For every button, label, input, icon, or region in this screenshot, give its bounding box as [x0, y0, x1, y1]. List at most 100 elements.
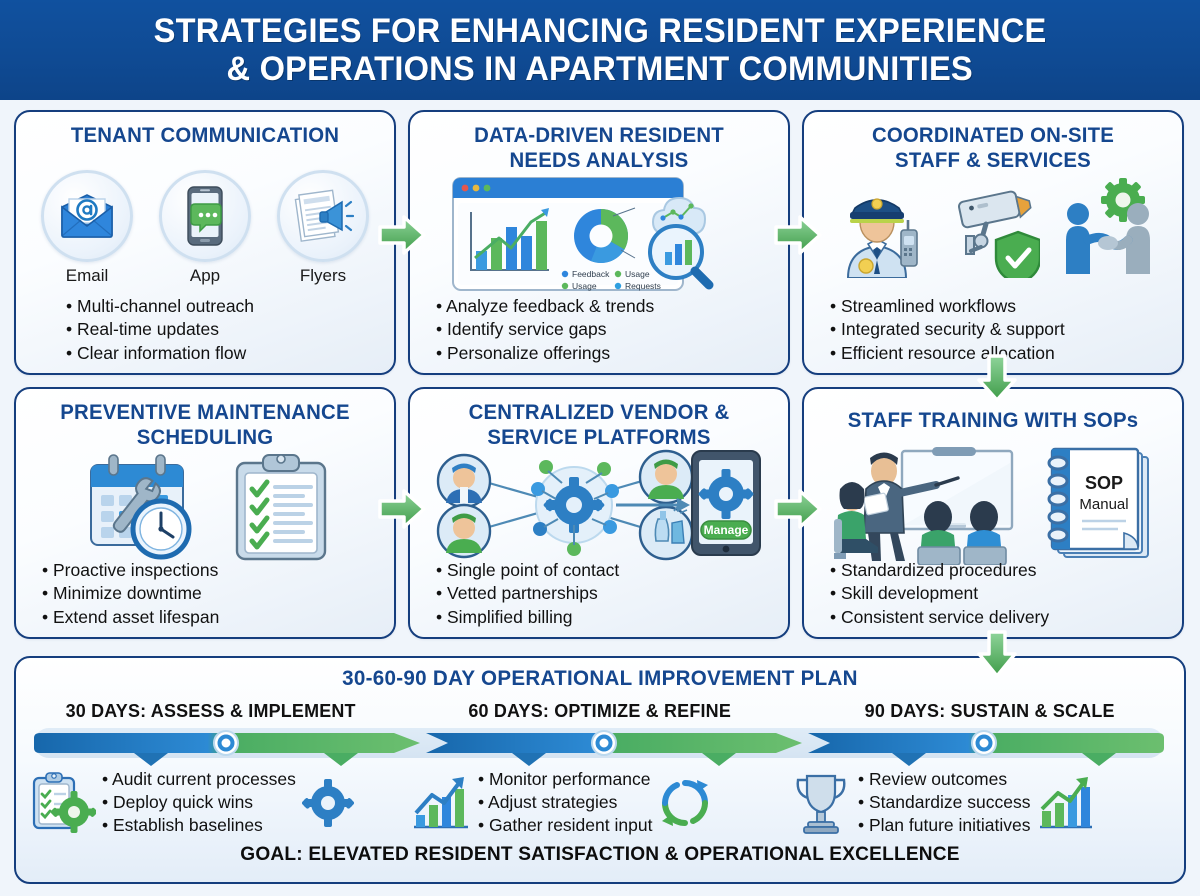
card-data-driven-needs[interactable]: DATA-DRIVEN RESIDENT NEEDS ANALYSIS — [408, 110, 790, 375]
bullet-item: • Skill development — [830, 583, 979, 603]
mobile-app-chat-icon — [159, 170, 251, 262]
card-preventive-maintenance[interactable]: PREVENTIVE MAINTENANCE SCHEDULING — [14, 387, 396, 639]
vendor-avatar — [436, 453, 492, 509]
card-bullets: • Streamlined workflows • Integrated sec… — [830, 295, 1170, 366]
plan-goal-statement: GOAL: ELEVATED RESIDENT SATISFACTION & O… — [240, 843, 960, 865]
phase-bullets-90: • Review outcomes • Standardize success … — [858, 768, 1030, 837]
growth-bar-chart-icon — [1040, 776, 1093, 828]
bullet-item: • Vetted partnerships — [436, 583, 598, 603]
cctv-camera-shield-icon — [958, 190, 1040, 278]
card-bullets: • Single point of contact • Vetted partn… — [436, 559, 776, 630]
card-row-2: PREVENTIVE MAINTENANCE SCHEDULING — [14, 387, 1186, 639]
bullet-item: • Plan future initiatives — [858, 815, 1031, 835]
card-staff-training-sops[interactable]: STAFF TRAINING WITH SOPs — [802, 387, 1184, 639]
bullet-item: • Personalize offerings — [436, 342, 611, 363]
trophy-icon — [796, 774, 846, 834]
bullet-item: • Integrated security & support — [830, 319, 1065, 339]
svg-text:Requests: Requests — [625, 281, 661, 291]
bullet-item: • Establish baselines — [102, 815, 263, 835]
card-title-line1: DATA-DRIVEN RESIDENT — [474, 124, 724, 147]
bullet-item: • Standardized procedures — [830, 559, 1037, 580]
phase-heading-90: 90 DAYS: SUSTAIN & SCALE — [864, 700, 1115, 721]
vendor-avatar — [638, 449, 694, 505]
bullet-item: • Proactive inspections — [42, 559, 219, 580]
checklist-clipboard-icon — [235, 454, 327, 561]
communication-icons: Email — [16, 170, 394, 286]
card-bullets: • Standardized procedures • Skill develo… — [830, 559, 1170, 630]
page-title-line1: STRATEGIES FOR ENHANCING RESIDENT EXPERI… — [153, 12, 1047, 50]
icon-email-group: Email — [41, 170, 133, 286]
phase-bullets-30: • Audit current processes • Deploy quick… — [102, 768, 296, 837]
bullet-item: • Single point of contact — [436, 559, 620, 580]
handshake-gear-icon — [1066, 178, 1150, 274]
svg-text:Usage: Usage — [625, 269, 650, 279]
bullet-item: • Clear information flow — [66, 342, 247, 363]
bullet-item: • Deploy quick wins — [102, 792, 254, 812]
flow-arrow-6-to-plan — [977, 630, 1017, 678]
card-row-1: TENANT COMMUNICATION — [14, 110, 1186, 375]
bullet-item: • Streamlined workflows — [830, 295, 1017, 316]
calendar-wrench-clock-icon — [90, 454, 192, 560]
page-title-line2: & OPERATIONS IN APARTMENT COMMUNITIES — [226, 50, 974, 88]
vendor-platform-illustration: Manage — [410, 449, 788, 561]
card-centralized-vendor[interactable]: CENTRALIZED VENDOR & SERVICE PLATFORMS — [408, 387, 790, 639]
phase-cell-30: • Audit current processes • Deploy quick… — [30, 768, 410, 837]
bullet-item: • Multi-channel outreach — [66, 295, 255, 316]
strategy-card-grid: TENANT COMMUNICATION — [14, 110, 1186, 639]
tablet-manage-icon: Manage — [691, 450, 761, 556]
card-title-line1: COORDINATED ON-SITE — [871, 124, 1115, 147]
phase-cell-90: • Review outcomes • Standardize success … — [790, 768, 1170, 837]
bullet-item: • Identify service gaps — [436, 319, 607, 339]
gear-icon — [301, 778, 354, 827]
card-bullets: • Multi-channel outreach • Real-time upd… — [66, 295, 382, 366]
bullet-item: • Minimize downtime — [42, 583, 202, 603]
bullet-item: • Simplified billing — [436, 606, 573, 627]
bullet-item: • Analyze feedback & trends — [436, 295, 655, 316]
svg-text:SOP: SOP — [1085, 473, 1123, 493]
security-officer-icon — [846, 198, 918, 278]
icon-app-group: App — [159, 170, 251, 286]
flow-arrow-1-to-2 — [378, 215, 426, 255]
card-title-line2: STAFF & SERVICES — [895, 149, 1091, 172]
training-classroom-icon — [834, 447, 1014, 565]
flyers-megaphone-icon — [277, 170, 369, 262]
icon-label-flyers: Flyers — [299, 266, 347, 285]
icon-flyers-group: Flyers — [277, 170, 369, 286]
refresh-cycle-icon — [662, 779, 709, 826]
card-bullets: • Proactive inspections • Minimize downt… — [42, 559, 382, 630]
growth-chart-icon — [414, 776, 468, 828]
plan-title: 30-60-90 DAY OPERATIONAL IMPROVEMENT PLA… — [342, 667, 858, 690]
card-coordinated-staff[interactable]: COORDINATED ON-SITE STAFF & SERVICES — [802, 110, 1184, 375]
operational-plan-panel: 30-60-90 DAY OPERATIONAL IMPROVEMENT PLA… — [14, 656, 1186, 884]
card-title-line1: PREVENTIVE MAINTENANCE — [60, 401, 350, 424]
svg-text:Usage: Usage — [572, 281, 597, 291]
card-title-line1: CENTRALIZED VENDOR & — [468, 401, 730, 424]
flow-arrow-3-to-6 — [977, 354, 1017, 402]
bullet-item: • Standardize success — [858, 792, 1031, 812]
card-title-line2: SCHEDULING — [136, 426, 274, 449]
bullet-item: • Gather resident input — [478, 815, 653, 835]
bullet-item: • Adjust strategies — [478, 792, 618, 812]
bullet-item: • Consistent service delivery — [830, 606, 1050, 627]
card-bullets: • Analyze feedback & trends • Identify s… — [436, 295, 776, 366]
bullet-item: • Real-time updates — [66, 319, 220, 339]
card-title: STAFF TRAINING WITH SOPs — [847, 409, 1139, 432]
flow-arrow-2-to-3 — [774, 215, 822, 255]
card-tenant-communication[interactable]: TENANT COMMUNICATION — [14, 110, 396, 375]
plan-timeline — [34, 726, 1166, 766]
email-envelope-icon — [41, 170, 133, 262]
svg-text:Feedback: Feedback — [572, 269, 610, 279]
phase-heading-30: 30 DAYS: ASSESS & IMPLEMENT — [65, 700, 356, 721]
bullet-item: • Extend asset lifespan — [42, 606, 220, 627]
staff-services-icons — [804, 178, 1182, 278]
bullet-item: • Monitor performance — [478, 769, 651, 789]
icon-label-email: Email — [65, 266, 109, 285]
maintenance-icons — [16, 451, 394, 563]
sop-manual-binder-icon: SOP Manual — [1047, 447, 1149, 558]
phase-cell-60: • Monitor performance • Adjust strategie… — [410, 768, 790, 837]
bullet-item: • Review outcomes — [858, 769, 1008, 789]
card-title-line2: NEEDS ANALYSIS — [509, 149, 689, 172]
clipboard-gear-icon — [32, 771, 96, 833]
training-illustration: SOP Manual — [804, 447, 1182, 565]
